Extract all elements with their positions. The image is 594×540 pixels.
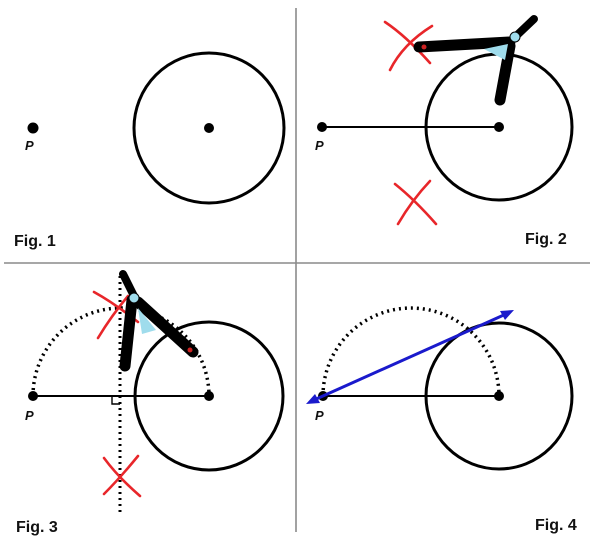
fig2-caption: Fig. 2: [525, 231, 567, 248]
figure-3: P Fig. 3: [16, 270, 285, 536]
fig3-right-angle-mark: [111, 396, 120, 405]
fig1-circle-center: [204, 123, 214, 133]
fig2-compass-icon: [413, 15, 538, 106]
fig2-circle-center: [494, 122, 504, 132]
fig4-caption: Fig. 4: [535, 517, 577, 534]
fig3-point-p: [28, 391, 38, 401]
figure-1: P Fig. 1: [14, 51, 286, 250]
fig2-arc-mark-lower: [393, 179, 438, 226]
fig3-point-p-label: P: [25, 408, 34, 423]
fig2-point-p: [317, 122, 327, 132]
fig1-circle: [132, 51, 286, 205]
fig4-point-p-label: P: [315, 408, 324, 423]
fig4-circle-center: [494, 391, 504, 401]
fig4-dotted-semicircle: [321, 306, 501, 397]
fig4-tangent-arrowhead-end: [500, 310, 514, 320]
fig2-point-p-label: P: [315, 138, 324, 153]
fig1-point-p: [27, 122, 39, 134]
fig4-tangent-arrowhead-start: [306, 394, 320, 404]
fig3-caption: Fig. 3: [16, 519, 58, 536]
figure-4: P Fig. 4: [306, 306, 577, 534]
fig2-arc-mark-upper: [383, 20, 434, 72]
fig4-tangent-line: [306, 310, 514, 404]
fig3-compass-icon: [119, 270, 199, 372]
fig3-circle-center: [204, 391, 214, 401]
fig1-caption: Fig. 1: [14, 233, 56, 250]
figure-2: P Fig. 2: [315, 15, 574, 248]
fig1-point-p-label: P: [25, 138, 34, 153]
fig3-arc-mark-lower: [102, 454, 142, 498]
